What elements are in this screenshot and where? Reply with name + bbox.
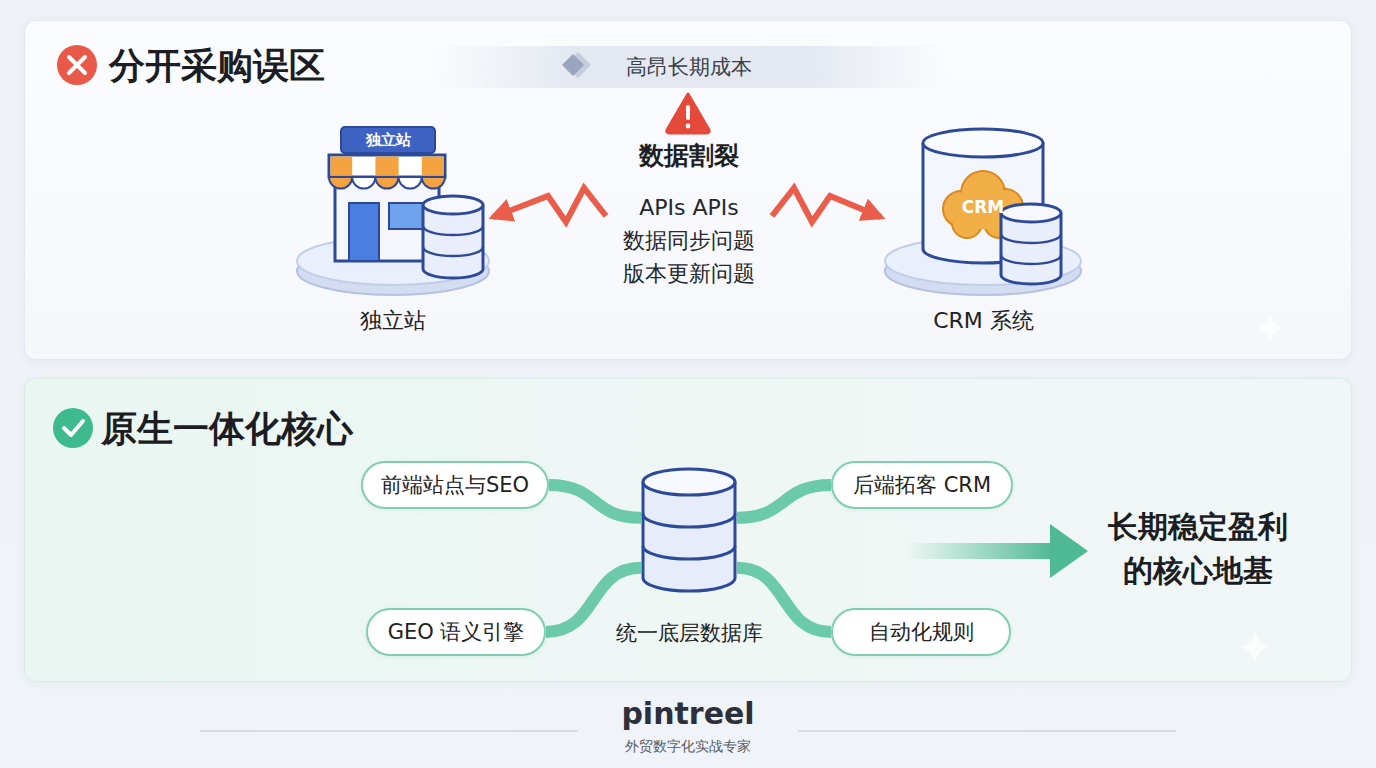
warning-icon (667, 94, 709, 133)
check-icon (53, 408, 93, 448)
store-door (349, 203, 379, 261)
data-flow-band (737, 568, 831, 632)
goal-arrow (905, 524, 1088, 578)
node-label: CRM 系统 (881, 307, 1086, 335)
pill-text: 自动化规则 (833, 610, 1009, 654)
store-sign (341, 127, 435, 153)
goal-text: 长期稳定盈利 的核心地基 (1095, 505, 1300, 593)
issue-node: 数据割裂 APIs APIs 数据同步问题 版本更新问题 (606, 136, 772, 296)
node-label: 独立站 (293, 307, 493, 335)
module-pill: 前端站点与SEO (361, 461, 549, 509)
store-illustration (293, 119, 493, 337)
cost-banner: 高昂长期成本 (431, 46, 947, 88)
issue-body: APIs APIs 数据同步问题 版本更新问题 (606, 191, 772, 290)
database-illustration (641, 466, 737, 606)
sparkle (1256, 312, 1284, 344)
data-flow-band (549, 485, 641, 518)
section-panel: 分开采购误区高昂长期成本 独立站独立站数据割裂APIs APIs 数据同步问题 … (24, 20, 1352, 360)
database-node: 统一底层数据库 (641, 466, 737, 651)
warning-dot (686, 124, 691, 129)
awning-stripe (331, 157, 353, 176)
warning-triangle (667, 94, 709, 133)
database-label: 统一底层数据库 (591, 618, 787, 648)
sign-text: 独立站 (341, 127, 435, 153)
awning-stripe (422, 157, 444, 176)
pill-text: GEO 语义引擎 (368, 610, 544, 654)
check-circle (53, 408, 93, 448)
goal-arrow-shaft (905, 543, 1053, 559)
cloud-text: CRM (943, 195, 1023, 219)
awning-scallop (422, 177, 445, 189)
banner-text: 高昂长期成本 (431, 46, 947, 88)
database-band (423, 226, 483, 256)
pill-text: 前端站点与SEO (363, 463, 547, 507)
database-body (423, 205, 483, 278)
footer-rule (200, 730, 578, 732)
banner-diamond (562, 52, 591, 78)
broken-link-arrow (493, 188, 606, 222)
database-body (1001, 213, 1061, 284)
diamond-back (565, 52, 591, 78)
footer-rule (798, 730, 1176, 732)
database-body (643, 482, 735, 591)
data-flow-band (546, 568, 641, 632)
warning-bar (686, 105, 690, 120)
issue-title: 数据割裂 (606, 140, 772, 172)
goal-arrow-head (1050, 524, 1088, 578)
awning (329, 155, 445, 177)
error-icon (57, 45, 97, 85)
sparkle (1240, 630, 1270, 664)
pill-text: 后端拓客 CRM (833, 463, 1011, 507)
database-band (643, 514, 735, 559)
data-flow-band (737, 485, 831, 518)
store-window (389, 203, 427, 229)
awning-stripe (375, 157, 398, 176)
broken-link-arrow (772, 188, 881, 222)
module-pill: 后端拓客 CRM (831, 461, 1013, 509)
crm-cylinder-top (923, 129, 1043, 157)
panel-heading: 原生一体化核心 (101, 406, 353, 452)
check-mark (64, 421, 83, 435)
database-top (1001, 204, 1061, 222)
database-band (1001, 234, 1061, 264)
awning-scallop (375, 177, 398, 189)
database-top (643, 469, 735, 495)
brand-slogan: 外贸数字化实战专家 (538, 736, 838, 756)
module-pill: 自动化规则 (831, 608, 1011, 656)
crm-illustration (881, 119, 1086, 337)
crm-node: CRM CRM 系统 (881, 119, 1086, 337)
awning-scallop (352, 177, 375, 189)
error-cross (69, 57, 85, 73)
store-node: 独立站独立站 (293, 119, 493, 337)
panel-heading: 分开采购误区 (109, 43, 325, 89)
brand-logo: pintreel (588, 696, 788, 732)
awning-scallop (329, 177, 352, 189)
error-circle (57, 45, 97, 85)
database-top (423, 196, 483, 214)
awning-scallop (399, 177, 422, 189)
module-pill: GEO 语义引擎 (366, 608, 546, 656)
diamond-front (562, 54, 584, 76)
